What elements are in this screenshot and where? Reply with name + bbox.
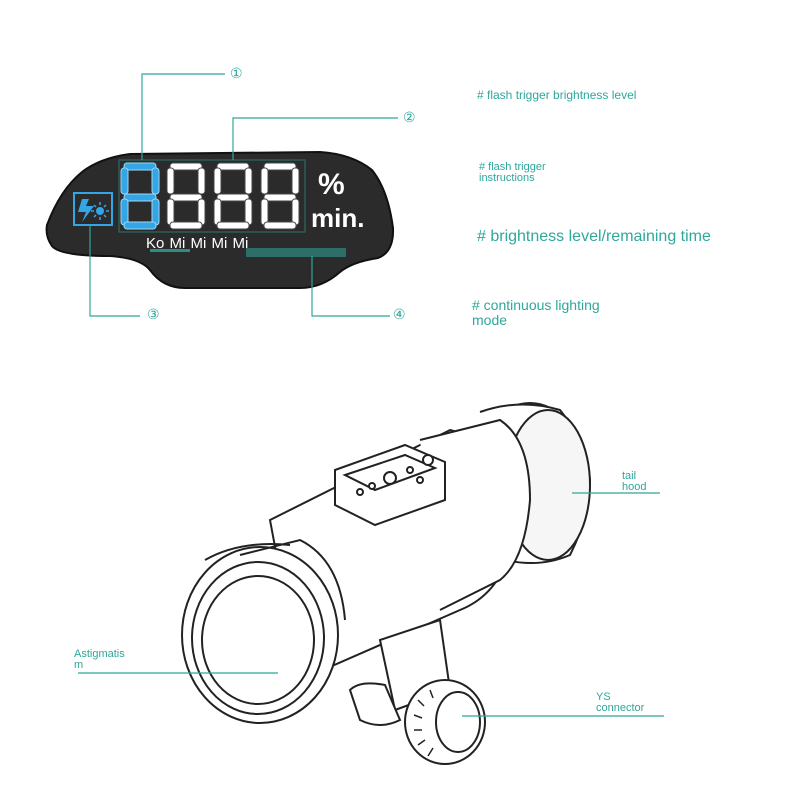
callout-line-4 [311,256,390,317]
label-astigmatism: Astigmatis m [74,648,125,671]
callout-3: ③ [147,306,160,322]
mode-bar-1 [150,249,190,252]
segment-digit-1 [120,162,160,230]
segment-digit-2 [166,162,206,230]
callout-line-1 [141,73,225,160]
label-tail-hood: tail hood [622,470,647,493]
note-continuous-mode: # continuous lighting mode [472,297,600,328]
flash-bolt-icon [78,199,94,222]
segment-digit-4 [260,162,300,230]
percent-unit: % [318,168,345,201]
callout-1: ① [230,65,243,81]
segment-digit-3 [213,162,253,230]
mode-row-text: Ko Mi Mi Mi Mi [146,235,249,252]
sun-icon [96,207,104,215]
note-flash-instructions: # flash trigger instructions [479,161,546,184]
callout-line-2 [232,117,398,160]
strobe-illustration [181,402,592,765]
callout-2: ② [403,109,416,125]
flash-mode-icon [73,192,113,226]
label-ys-connector: YS connector [596,691,645,714]
note-flash-brightness: # flash trigger brightness level [477,88,637,102]
mode-bar-2 [246,248,346,257]
digit-highlight-box [118,159,306,233]
callout-line-3 [89,225,140,317]
callout-4: ④ [393,306,406,322]
note-brightness-time: # brightness level/remaining time [477,228,711,245]
minutes-unit: min. [311,203,365,233]
